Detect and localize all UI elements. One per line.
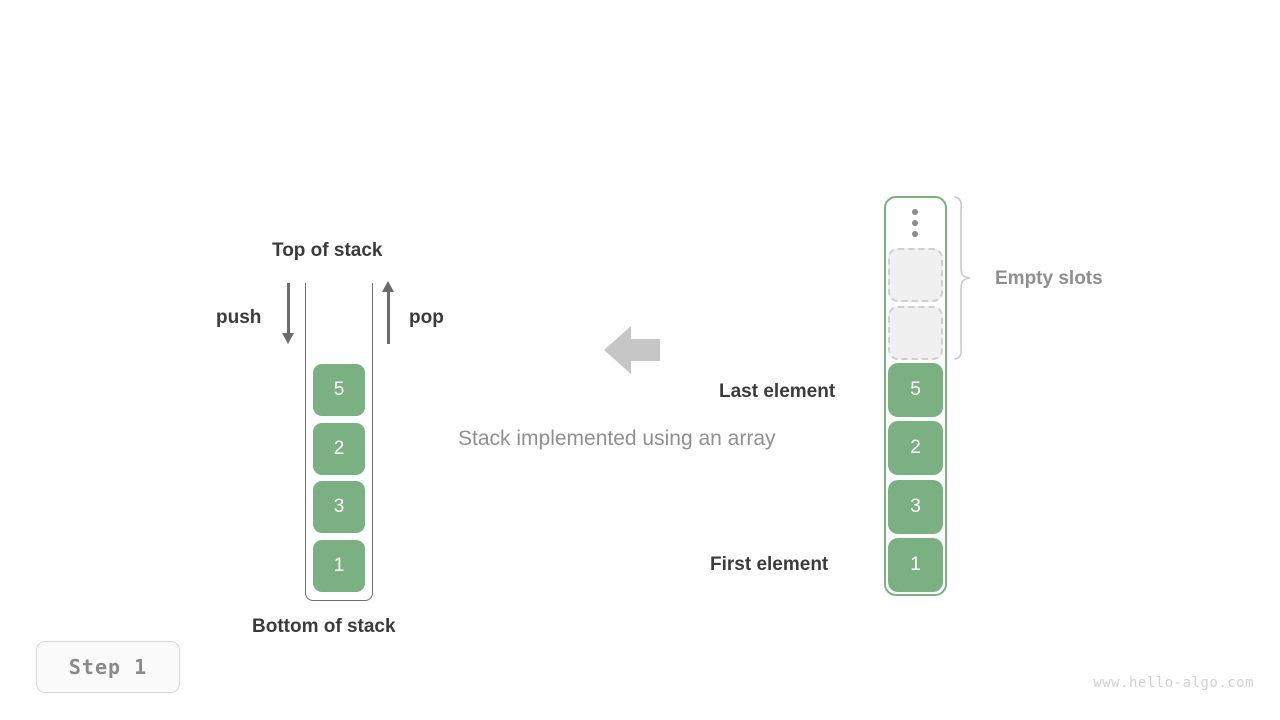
footer-url: www.hello-algo.com bbox=[1093, 675, 1254, 691]
array-cell: 1 bbox=[888, 538, 943, 592]
empty-slots-label: Empty slots bbox=[995, 268, 1103, 289]
array-empty-slot bbox=[888, 306, 943, 360]
diagram-caption: Stack implemented using an array bbox=[458, 427, 776, 450]
stack-container bbox=[305, 283, 373, 601]
array-container bbox=[884, 196, 947, 596]
pop-arrow-head-icon bbox=[381, 281, 394, 292]
empty-slots-brace-icon bbox=[952, 193, 974, 363]
array-cell: 5 bbox=[888, 363, 943, 417]
array-cell: 3 bbox=[888, 480, 943, 534]
arrow-left-icon bbox=[604, 324, 660, 376]
stack-cell: 2 bbox=[313, 423, 365, 475]
step-badge-label: Step 1 bbox=[68, 655, 148, 679]
stack-cell: 5 bbox=[313, 364, 365, 416]
push-arrow-shaft bbox=[287, 283, 290, 335]
stack-cell: 1 bbox=[313, 540, 365, 592]
step-badge: Step 1 bbox=[36, 641, 180, 693]
pop-label: pop bbox=[409, 307, 444, 328]
first-element-label: First element bbox=[710, 554, 829, 575]
vertical-ellipsis-icon bbox=[909, 209, 921, 239]
push-label: push bbox=[216, 307, 262, 328]
stack-cell: 3 bbox=[313, 481, 365, 533]
array-cell: 2 bbox=[888, 421, 943, 475]
push-arrow-head-icon bbox=[281, 333, 294, 344]
array-empty-slot bbox=[888, 248, 943, 302]
top-of-stack-label: Top of stack bbox=[272, 240, 383, 261]
pop-arrow-shaft bbox=[387, 292, 390, 344]
last-element-label: Last element bbox=[719, 381, 836, 402]
bottom-of-stack-label: Bottom of stack bbox=[252, 616, 396, 637]
